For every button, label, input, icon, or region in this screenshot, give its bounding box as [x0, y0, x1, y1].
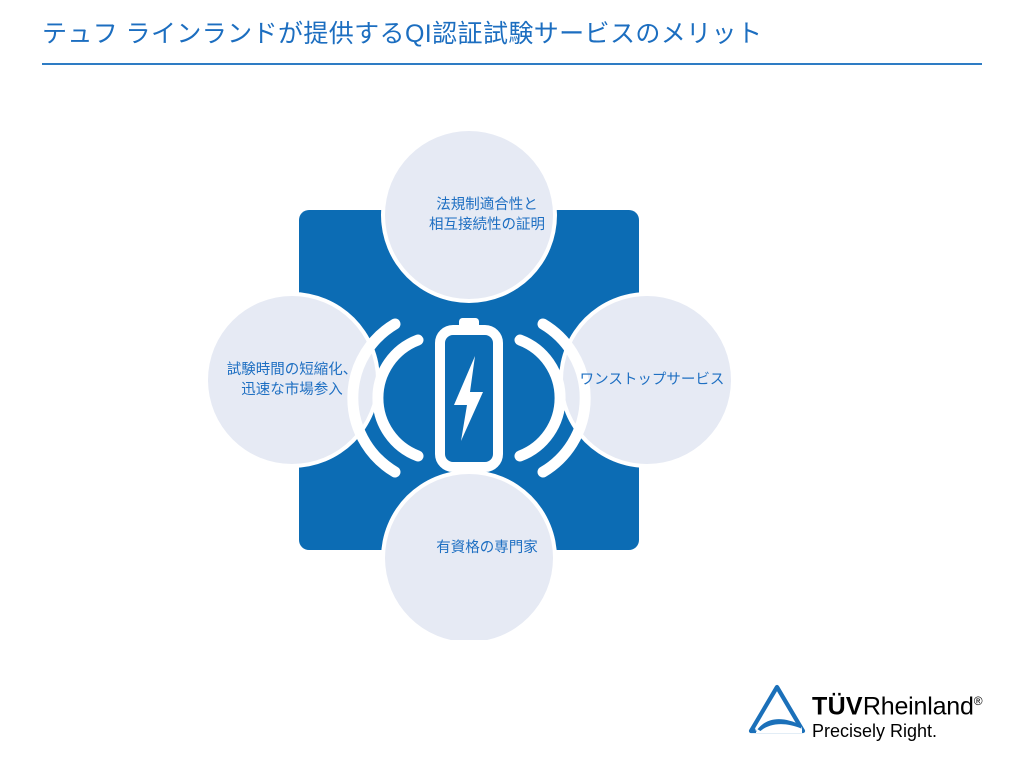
slide-header: テュフ ラインランドが提供するQI認証試験サービスのメリット — [0, 0, 1024, 72]
logo-tagline: Precisely Right. — [812, 721, 938, 741]
tuv-rheinland-logo: TÜVRheinland® Precisely Right. — [748, 684, 988, 750]
page-title: テュフ ラインランドが提供するQI認証試験サービスのメリット — [42, 20, 763, 48]
wireless-charging-battery-icon — [347, 318, 591, 478]
logo-brand-bold: TÜV — [812, 692, 863, 721]
logo-wordmark: TÜVRheinland® — [812, 686, 983, 721]
title-divider — [42, 63, 982, 65]
registered-trademark-icon: ® — [973, 694, 983, 708]
tuv-rheinland-triangle-icon — [748, 684, 806, 734]
benefits-hub-diagram: 法規制適合性と 相互接続性の証明 試験時間の短縮化、 迅速な市場参入 ワンストッ… — [182, 118, 782, 640]
diagram-graphics — [208, 131, 731, 640]
logo-brand-regular: Rheinland — [862, 692, 974, 721]
